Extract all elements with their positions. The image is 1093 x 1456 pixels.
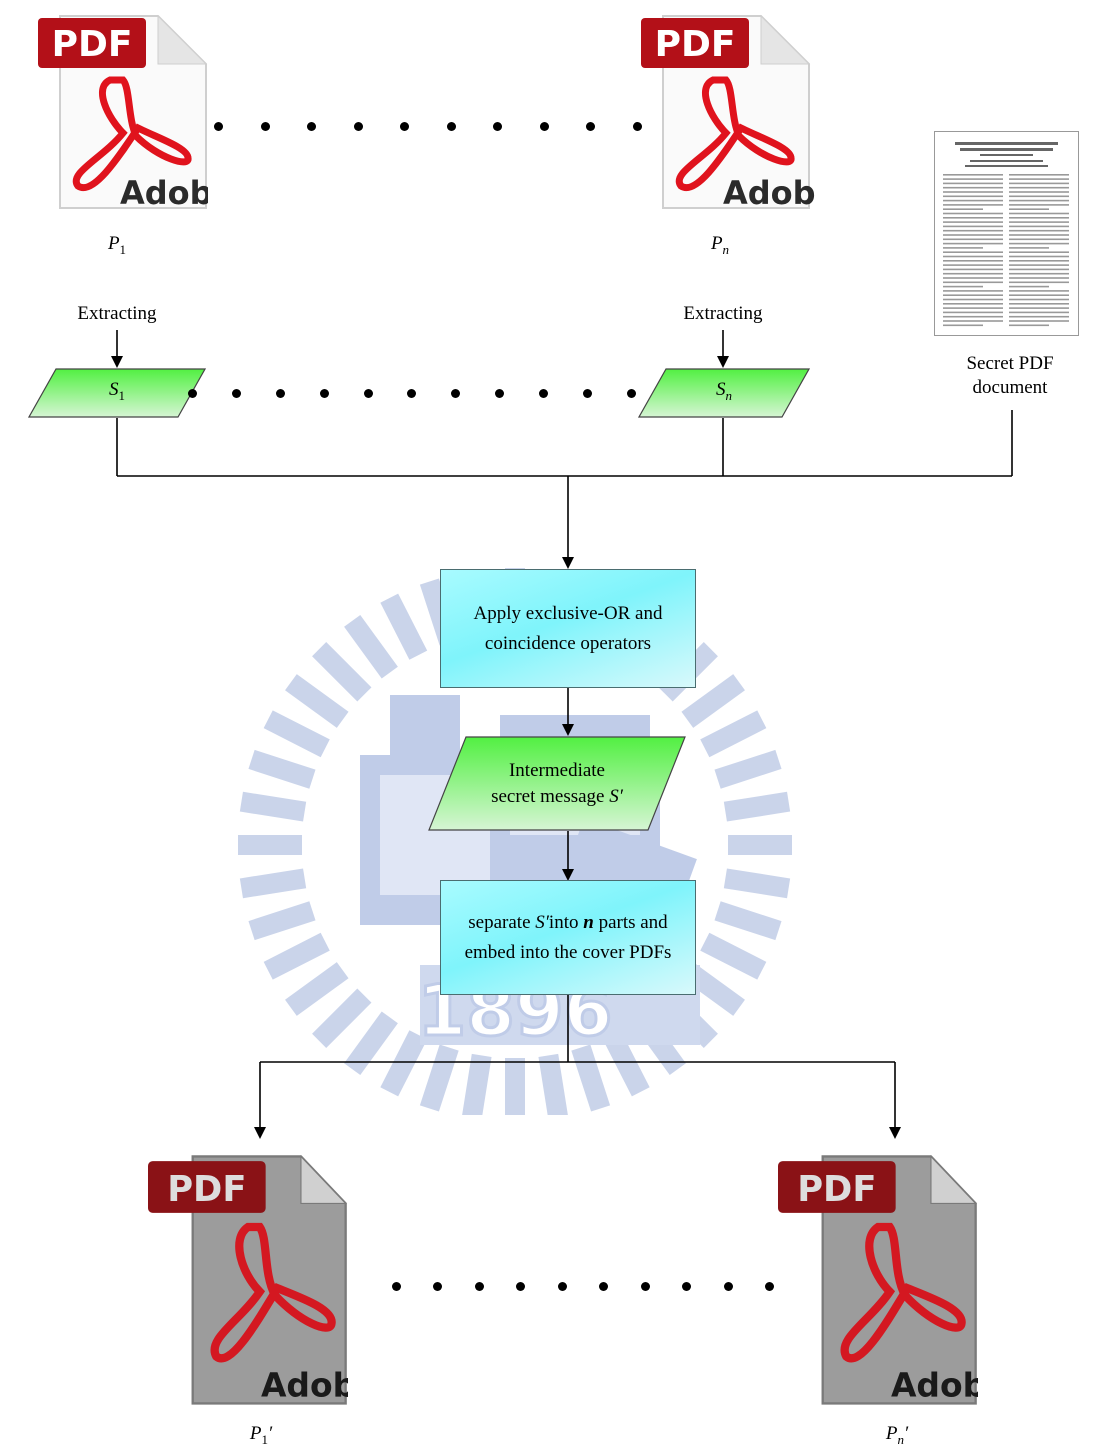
secret-pdf-document-thumbnail [934, 131, 1079, 336]
svg-text:PDF: PDF [52, 24, 133, 65]
label-pn: Pn [700, 232, 740, 262]
svg-text:PDF: PDF [167, 1169, 246, 1210]
svg-text:Adobe: Adobe [723, 174, 816, 212]
stego-pdf-icon-p1: PDF Adobe [148, 1142, 348, 1417]
stego-pdf-icon-pn: PDF Adobe [778, 1142, 978, 1417]
svg-text:Adobe: Adobe [891, 1365, 978, 1404]
ellipsis-middle [188, 389, 636, 398]
separate-embed-step: separate S′into n parts and embed into t… [440, 880, 696, 995]
pdf-icon-p1: PDF Adobe [38, 8, 208, 218]
pdf-icon-pn: PDF Adobe [636, 8, 816, 218]
label-p1: P1 [97, 232, 137, 262]
svg-text:Adobe: Adobe [261, 1365, 348, 1404]
svg-text:PDF: PDF [655, 24, 736, 65]
secret-share-s1: S1 [28, 368, 206, 418]
ellipsis-top [214, 122, 642, 131]
label-pn-prime: Pn′ [862, 1422, 932, 1452]
svg-text:PDF: PDF [797, 1169, 876, 1210]
intermediate-secret-message: Intermediate secret message S′ [428, 736, 686, 831]
secret-share-sn: Sn [638, 368, 810, 418]
label-p1-prime: P1′ [226, 1422, 296, 1452]
extracting-label-right: Extracting [653, 302, 793, 326]
ellipsis-bottom [392, 1282, 774, 1291]
secret-pdf-label: Secret PDF document [940, 352, 1080, 400]
xor-coincidence-step: Apply exclusive-OR and coincidence opera… [440, 569, 696, 688]
svg-text:Adobe: Adobe [120, 174, 208, 212]
extracting-label-left: Extracting [47, 302, 187, 326]
